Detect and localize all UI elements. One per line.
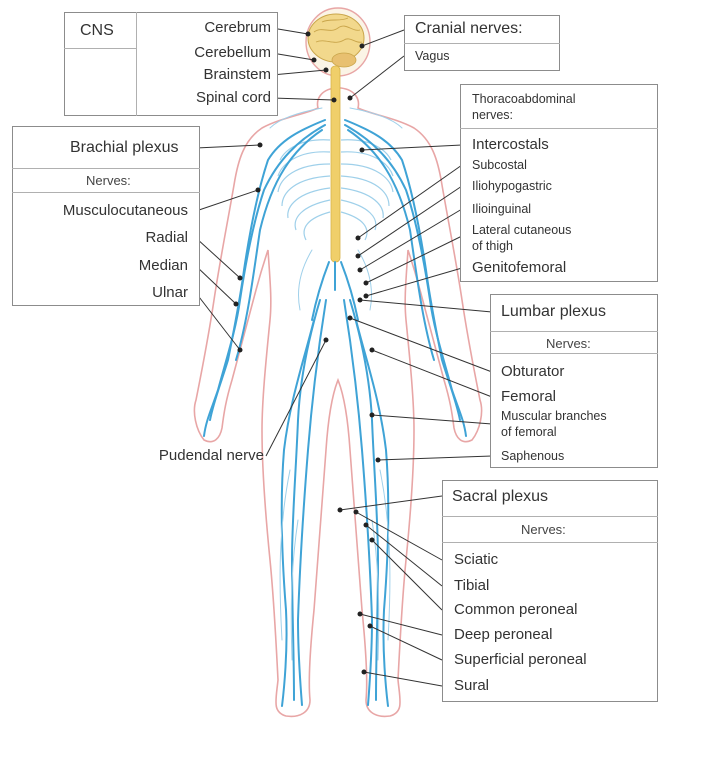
lumbar-femoral: Femoral	[501, 388, 557, 405]
lumbar-muscular-line1: Muscular branches	[501, 409, 607, 423]
thoraco-box	[460, 84, 658, 282]
lumbar-box	[490, 294, 658, 468]
brain	[307, 13, 365, 68]
cns-title: CNS	[80, 22, 114, 39]
pudendal-nerve-label: Pudendal nerve	[158, 447, 264, 464]
spinal-cord	[330, 65, 341, 263]
lumbar-rule-2	[490, 353, 658, 355]
sacral-superficial-peroneal: Superficial peroneal	[454, 651, 587, 668]
body-outline	[193, 87, 483, 718]
lumbar-muscular-line2: of femoral	[501, 425, 557, 439]
cns-box	[64, 12, 278, 116]
sacral-tibial: Tibial	[454, 577, 490, 594]
sacral-title: Sacral plexus	[452, 488, 549, 505]
brachial-subtitle: Nerves:	[86, 173, 131, 188]
cns-cerebrum: Cerebrum	[204, 19, 271, 36]
thoraco-rule	[460, 128, 658, 130]
thoraco-subcostal: Subcostal	[472, 158, 527, 172]
cns-divider	[136, 12, 138, 116]
sacral-sciatic: Sciatic	[454, 551, 499, 568]
sacral-subtitle: Nerves:	[521, 522, 566, 537]
brachial-rule-2	[12, 192, 200, 194]
thoraco-ilioinguinal: Ilioinguinal	[472, 202, 532, 216]
brachial-radial: Radial	[145, 229, 188, 246]
thoraco-title-line2: nerves:	[472, 108, 513, 122]
sacral-rule-2	[442, 542, 658, 544]
brachial-median: Median	[138, 257, 188, 274]
nerves	[203, 119, 467, 707]
sacral-sural: Sural	[454, 677, 490, 694]
thoraco-lateral-line1: Lateral cutaneous	[472, 223, 572, 237]
thoraco-iliohypogastric: Iliohypogastric	[472, 179, 552, 193]
leader-lines	[195, 27, 493, 687]
thoraco-genitofemoral: Genitofemoral	[472, 259, 567, 276]
thoraco-lateral-line2: of thigh	[472, 239, 514, 253]
lumbar-subtitle: Nerves:	[546, 336, 591, 351]
thoraco-intercostals: Intercostals	[472, 136, 549, 153]
sacral-deep-peroneal: Deep peroneal	[454, 626, 553, 643]
cranial-title: Cranial nerves:	[415, 20, 523, 37]
cns-title-rule	[64, 48, 136, 50]
lumbar-obturator: Obturator	[501, 363, 565, 380]
brachial-musculocutaneous: Musculocutaneous	[62, 202, 188, 219]
cns-spinal-cord: Spinal cord	[195, 89, 271, 106]
lumbar-saphenous: Saphenous	[501, 449, 565, 463]
cns-brainstem: Brainstem	[203, 66, 271, 83]
brachial-box	[12, 126, 200, 306]
thoraco-title-line1: Thoracoabdominal	[472, 92, 576, 106]
nerve-fine-branches	[269, 107, 403, 661]
lumbar-rule-1	[490, 331, 658, 333]
brachial-title: Brachial plexus	[70, 139, 179, 156]
brachial-rule-1	[12, 168, 200, 170]
cranial-vagus: Vagus	[415, 49, 450, 63]
leader-dots	[233, 31, 381, 675]
cns-cerebellum: Cerebellum	[194, 44, 271, 61]
brachial-ulnar: Ulnar	[152, 284, 188, 301]
sacral-common-peroneal: Common peroneal	[454, 601, 578, 618]
cranial-rule	[404, 43, 560, 45]
sacral-rule-1	[442, 516, 658, 518]
lumbar-title: Lumbar plexus	[501, 303, 606, 320]
